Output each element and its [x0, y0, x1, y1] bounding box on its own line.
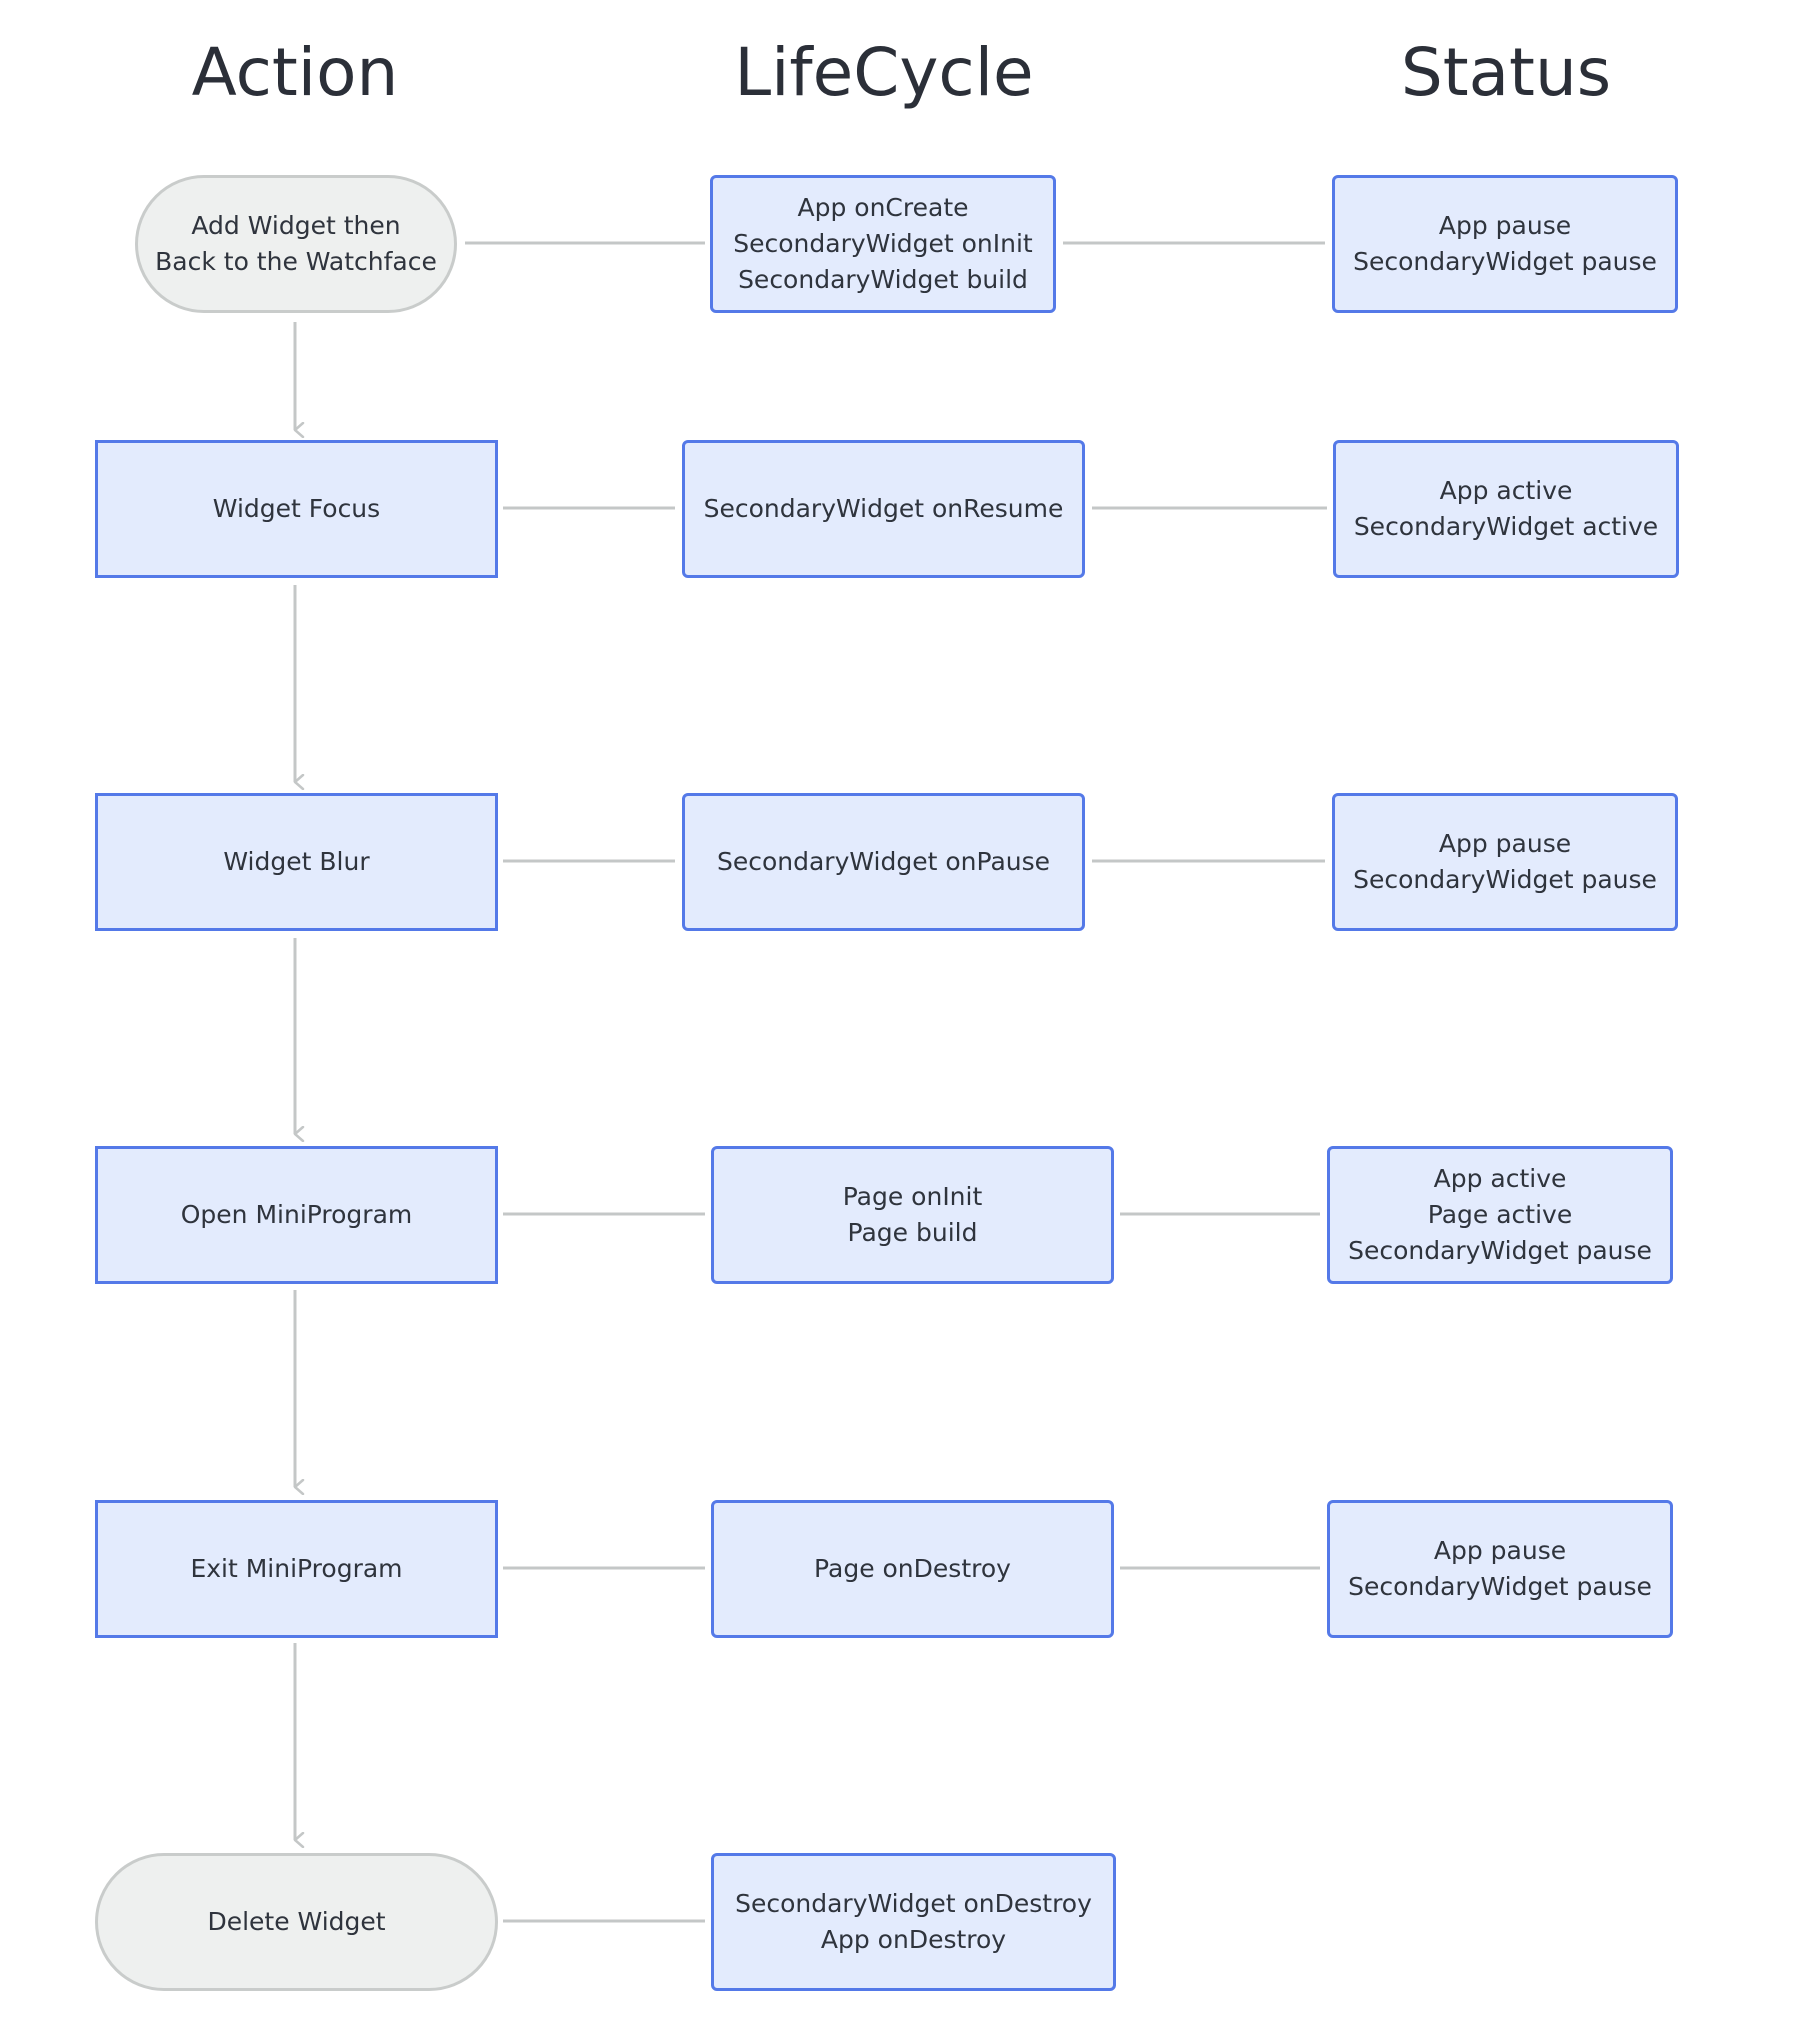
action-open-miniprogram[interactable]: Open MiniProgram	[95, 1146, 498, 1284]
status-app-pause-3-line1: App pause	[1433, 1536, 1567, 1565]
status-app-pause-3-line2: SecondaryWidget pause	[1348, 1572, 1652, 1601]
status-app-active-2[interactable]: App active Page active SecondaryWidget p…	[1327, 1146, 1673, 1284]
lifecycle-page-ondestroy-label: Page onDestroy	[814, 1554, 1011, 1583]
lifecycle-page-ondestroy[interactable]: Page onDestroy	[711, 1500, 1114, 1638]
lifecycle-app-oncreate-line3: SecondaryWidget build	[738, 265, 1028, 294]
lifecycle-secondarywidget-ondestroy-line1: SecondaryWidget onDestroy	[735, 1889, 1092, 1918]
status-app-active-2-line2: Page active	[1427, 1200, 1573, 1229]
action-widget-focus-label: Widget Focus	[212, 494, 381, 523]
status-app-pause-2-line1: App pause	[1438, 829, 1572, 858]
status-app-pause-1-line2: SecondaryWidget pause	[1353, 247, 1657, 276]
lifecycle-secondarywidget-onpause[interactable]: SecondaryWidget onPause	[682, 793, 1085, 931]
header-action: Action	[191, 34, 399, 111]
action-add-widget[interactable]: Add Widget then Back to the Watchface	[135, 175, 457, 313]
action-exit-miniprogram-label: Exit MiniProgram	[190, 1554, 403, 1583]
lifecycle-secondarywidget-ondestroy-line2: App onDestroy	[820, 1925, 1007, 1954]
lifecycle-secondarywidget-onresume-label: SecondaryWidget onResume	[703, 494, 1064, 523]
lifecycle-page-oninit[interactable]: Page onInit Page build	[711, 1146, 1114, 1284]
action-open-miniprogram-label: Open MiniProgram	[180, 1200, 413, 1229]
action-widget-focus[interactable]: Widget Focus	[95, 440, 498, 578]
action-widget-blur[interactable]: Widget Blur	[95, 793, 498, 931]
status-app-pause-2-line2: SecondaryWidget pause	[1353, 865, 1657, 894]
lifecycle-page-oninit-line2: Page build	[847, 1218, 978, 1247]
lifecycle-secondarywidget-ondestroy[interactable]: SecondaryWidget onDestroy App onDestroy	[711, 1853, 1116, 1991]
lifecycle-app-oncreate[interactable]: App onCreate SecondaryWidget onInit Seco…	[710, 175, 1056, 313]
action-delete-widget-label: Delete Widget	[207, 1907, 386, 1936]
status-app-pause-1-line1: App pause	[1438, 211, 1572, 240]
status-app-active-2-line1: App active	[1433, 1164, 1567, 1193]
lifecycle-app-oncreate-line2: SecondaryWidget onInit	[733, 229, 1033, 258]
lifecycle-page-oninit-line1: Page onInit	[842, 1182, 983, 1211]
lifecycle-app-oncreate-line1: App onCreate	[797, 193, 969, 222]
action-add-widget-line2: Back to the Watchface	[155, 247, 437, 276]
action-exit-miniprogram[interactable]: Exit MiniProgram	[95, 1500, 498, 1638]
status-app-active-1[interactable]: App active SecondaryWidget active	[1333, 440, 1679, 578]
header-status: Status	[1400, 34, 1612, 111]
status-app-active-2-line3: SecondaryWidget pause	[1348, 1236, 1652, 1265]
header-lifecycle: LifeCycle	[734, 34, 1034, 111]
action-widget-blur-label: Widget Blur	[223, 847, 370, 876]
lifecycle-secondarywidget-onpause-label: SecondaryWidget onPause	[716, 847, 1051, 876]
status-app-active-1-line1: App active	[1439, 476, 1573, 505]
status-app-active-1-line2: SecondaryWidget active	[1353, 512, 1659, 541]
action-add-widget-line1: Add Widget then	[191, 211, 401, 240]
action-delete-widget[interactable]: Delete Widget	[95, 1853, 498, 1991]
status-app-pause-2[interactable]: App pause SecondaryWidget pause	[1332, 793, 1678, 931]
status-app-pause-3[interactable]: App pause SecondaryWidget pause	[1327, 1500, 1673, 1638]
status-app-pause-1[interactable]: App pause SecondaryWidget pause	[1332, 175, 1678, 313]
lifecycle-secondarywidget-onresume[interactable]: SecondaryWidget onResume	[682, 440, 1085, 578]
